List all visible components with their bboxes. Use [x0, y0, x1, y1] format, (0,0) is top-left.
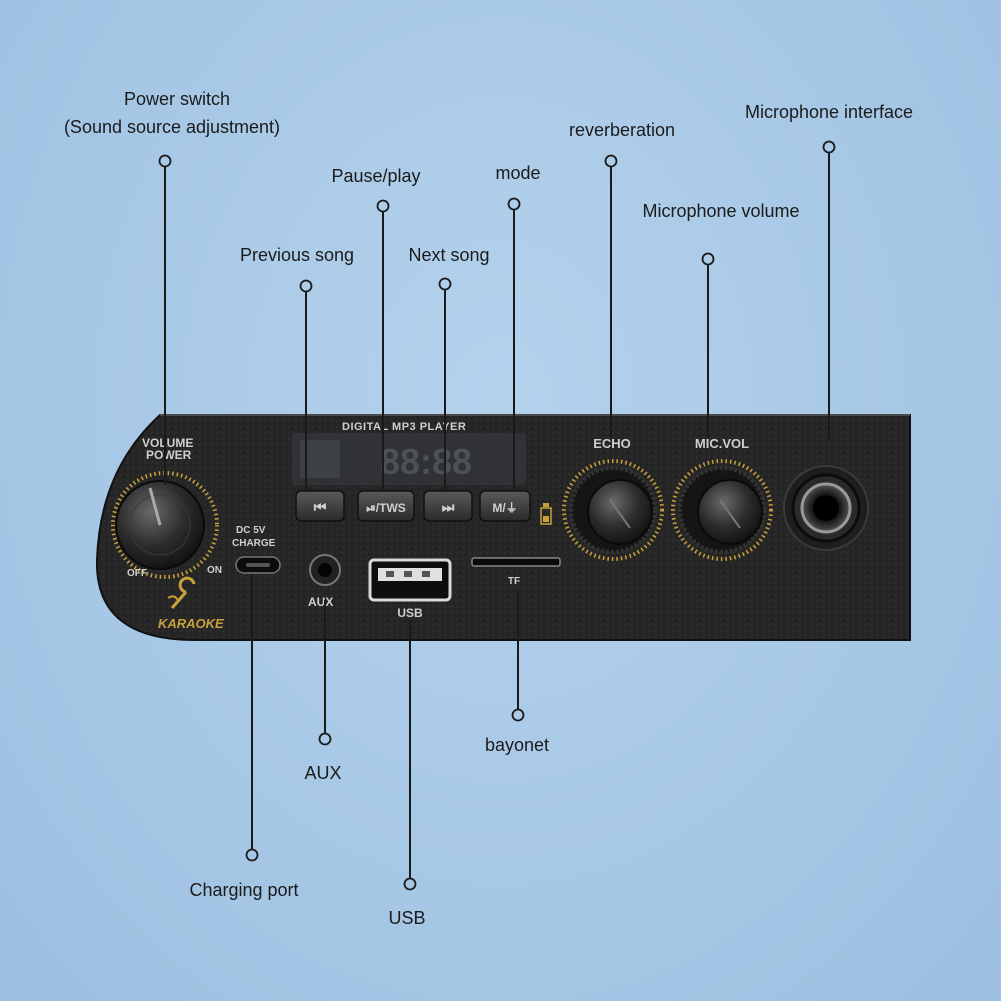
- microphone-volume-label: Microphone volume: [642, 201, 800, 221]
- power-switch-label: Power switch: [123, 89, 231, 109]
- off-label: OFF: [127, 568, 147, 579]
- on-label: ON: [207, 565, 222, 576]
- usb-c-charging-port[interactable]: [235, 556, 281, 574]
- echo-label: ECHO: [593, 436, 631, 451]
- aux-panel-label: AUX: [308, 595, 333, 609]
- usb-panel-label: USB: [397, 606, 423, 620]
- tf-panel-label: TF: [508, 576, 520, 587]
- karaoke-logo: KARAOKE: [158, 576, 224, 631]
- lcd-display: 88:88: [292, 433, 526, 485]
- reverberation-label: reverberation: [568, 120, 676, 140]
- power-switch-sublabel: (Sound source adjustment): [63, 117, 281, 137]
- dc-label: DC 5V: [236, 525, 266, 536]
- microphone-jack[interactable]: [783, 465, 869, 551]
- battery-icon: [540, 503, 552, 525]
- next-song-button[interactable]: ⏭: [423, 490, 473, 522]
- mic-vol-label: MIC.VOL: [695, 436, 749, 451]
- charging-port-label: Charging port: [189, 880, 299, 900]
- tf-card-slot[interactable]: [471, 557, 561, 567]
- next-button-glyph: ⏭: [442, 499, 455, 515]
- mode-button-glyph: M/⏚: [492, 501, 517, 515]
- aux-jack[interactable]: [309, 554, 341, 586]
- mode-label: mode: [495, 163, 541, 183]
- next-song-label: Next song: [408, 245, 490, 265]
- microphone-interface-label: Microphone interface: [744, 102, 914, 122]
- pause-play-tws-button[interactable]: ⏯/TWS: [357, 490, 415, 522]
- bayonet-label: bayonet: [484, 735, 550, 755]
- play-button-glyph: ⏯/TWS: [366, 501, 406, 515]
- mic-volume-knob[interactable]: [671, 459, 773, 561]
- callout-lines: [164, 153, 830, 878]
- volume-label: VOLUME: [142, 436, 193, 450]
- aux-label: AUX: [304, 763, 342, 783]
- usb-label: USB: [388, 908, 426, 928]
- display-readout: 88:88: [380, 441, 472, 482]
- mode-button[interactable]: M/⏚: [479, 490, 531, 522]
- previous-song-button[interactable]: ⏮: [295, 490, 345, 522]
- previous-button-glyph: ⏮: [314, 499, 327, 515]
- charge-label: CHARGE: [232, 538, 276, 549]
- previous-song-label: Previous song: [239, 245, 355, 265]
- player-title: DIGITAL MP3 PLAYER: [342, 421, 466, 433]
- callout-dots: [158, 140, 836, 891]
- echo-knob[interactable]: [562, 459, 664, 561]
- power-label: POWER: [146, 448, 192, 462]
- usb-port[interactable]: [368, 558, 452, 602]
- pause-play-label: Pause/play: [331, 166, 421, 186]
- karaoke-label: KARAOKE: [158, 616, 224, 631]
- volume-power-knob[interactable]: [111, 471, 219, 579]
